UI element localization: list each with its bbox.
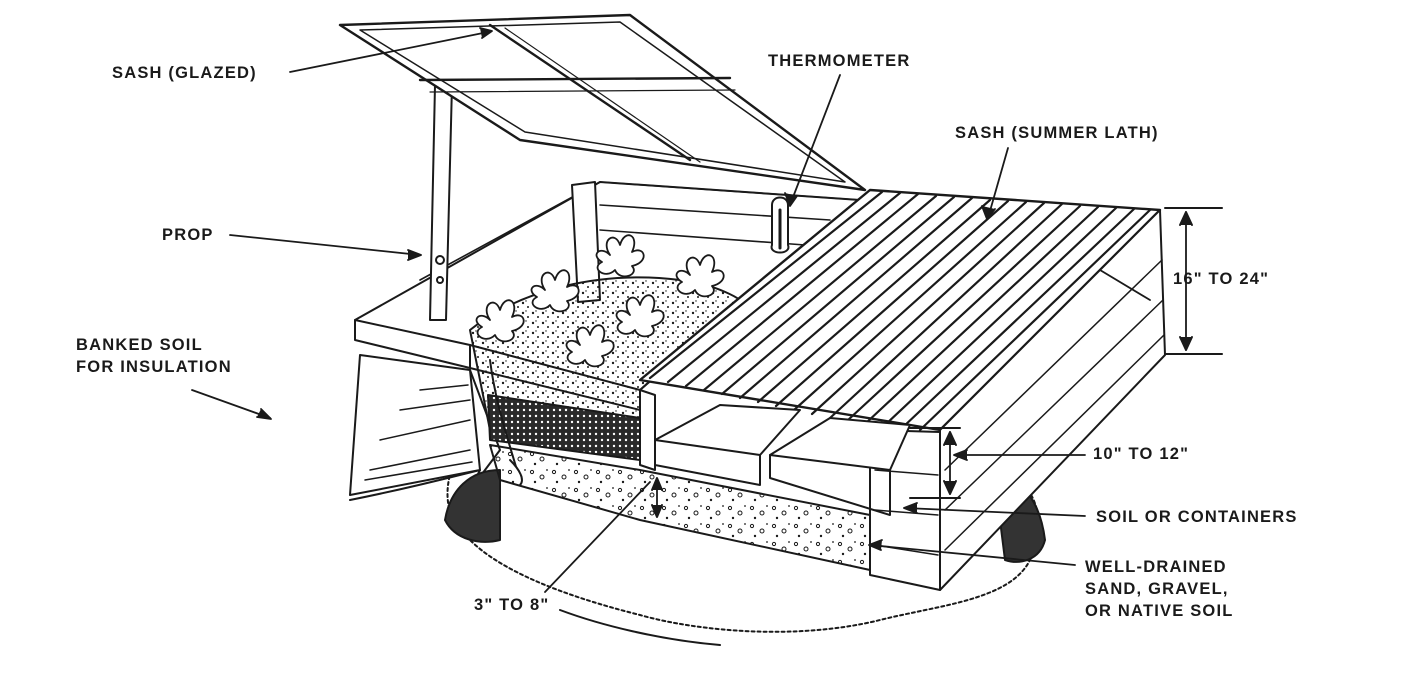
label-banked-soil-line1: BANKED SOIL — [76, 334, 232, 356]
label-sash-glazed: SASH (GLAZED) — [112, 62, 257, 84]
container-left — [655, 405, 800, 455]
label-well-drained-line1: WELL-DRAINED — [1085, 556, 1234, 578]
label-depth: 3" TO 8" — [474, 594, 549, 616]
banked-soil — [350, 355, 480, 495]
label-prop: PROP — [162, 224, 214, 246]
label-sash-summer-lath: SASH (SUMMER LATH) — [955, 122, 1159, 144]
label-soil-or-containers: SOIL OR CONTAINERS — [1096, 506, 1298, 528]
label-banked-soil: BANKED SOIL FOR INSULATION — [76, 334, 232, 378]
label-well-drained-line3: OR NATIVE SOIL — [1085, 600, 1234, 622]
label-height-front: 10" TO 12" — [1093, 443, 1189, 465]
label-banked-soil-line2: FOR INSULATION — [76, 356, 232, 378]
label-thermometer: THERMOMETER — [768, 50, 910, 72]
container-right — [770, 418, 910, 470]
label-well-drained-line2: SAND, GRAVEL, — [1085, 578, 1234, 600]
sash-glazed — [340, 15, 865, 190]
grass-left — [445, 470, 500, 542]
label-well-drained: WELL-DRAINED SAND, GRAVEL, OR NATIVE SOI… — [1085, 556, 1234, 622]
label-height-back: 16" TO 24" — [1173, 268, 1269, 290]
